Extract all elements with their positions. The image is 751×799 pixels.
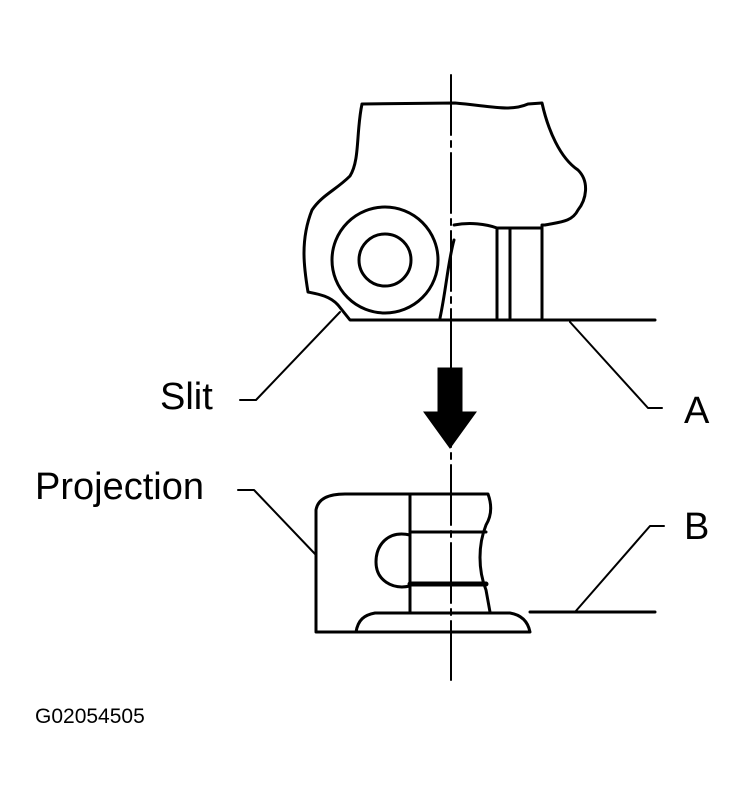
label-a: A <box>684 390 710 432</box>
figure-code: G02054505 <box>35 705 145 728</box>
upper-part-outline <box>302 101 587 322</box>
projection-leader-line <box>237 489 317 556</box>
lower-part-outline <box>314 492 532 634</box>
down-arrow-icon <box>423 367 477 449</box>
outer-circle <box>330 205 440 315</box>
upper-part-inner-curve <box>452 222 544 230</box>
a-leader-line <box>569 321 663 409</box>
slit-leader-line <box>239 311 341 401</box>
label-slit: Slit <box>160 376 213 418</box>
label-b: B <box>684 506 710 548</box>
b-leader-line <box>574 525 665 613</box>
lower-part-side-lobe <box>374 532 412 589</box>
upper-part-bore-edge <box>438 238 456 320</box>
label-projection: Projection <box>35 466 204 508</box>
inner-circle <box>357 232 413 288</box>
